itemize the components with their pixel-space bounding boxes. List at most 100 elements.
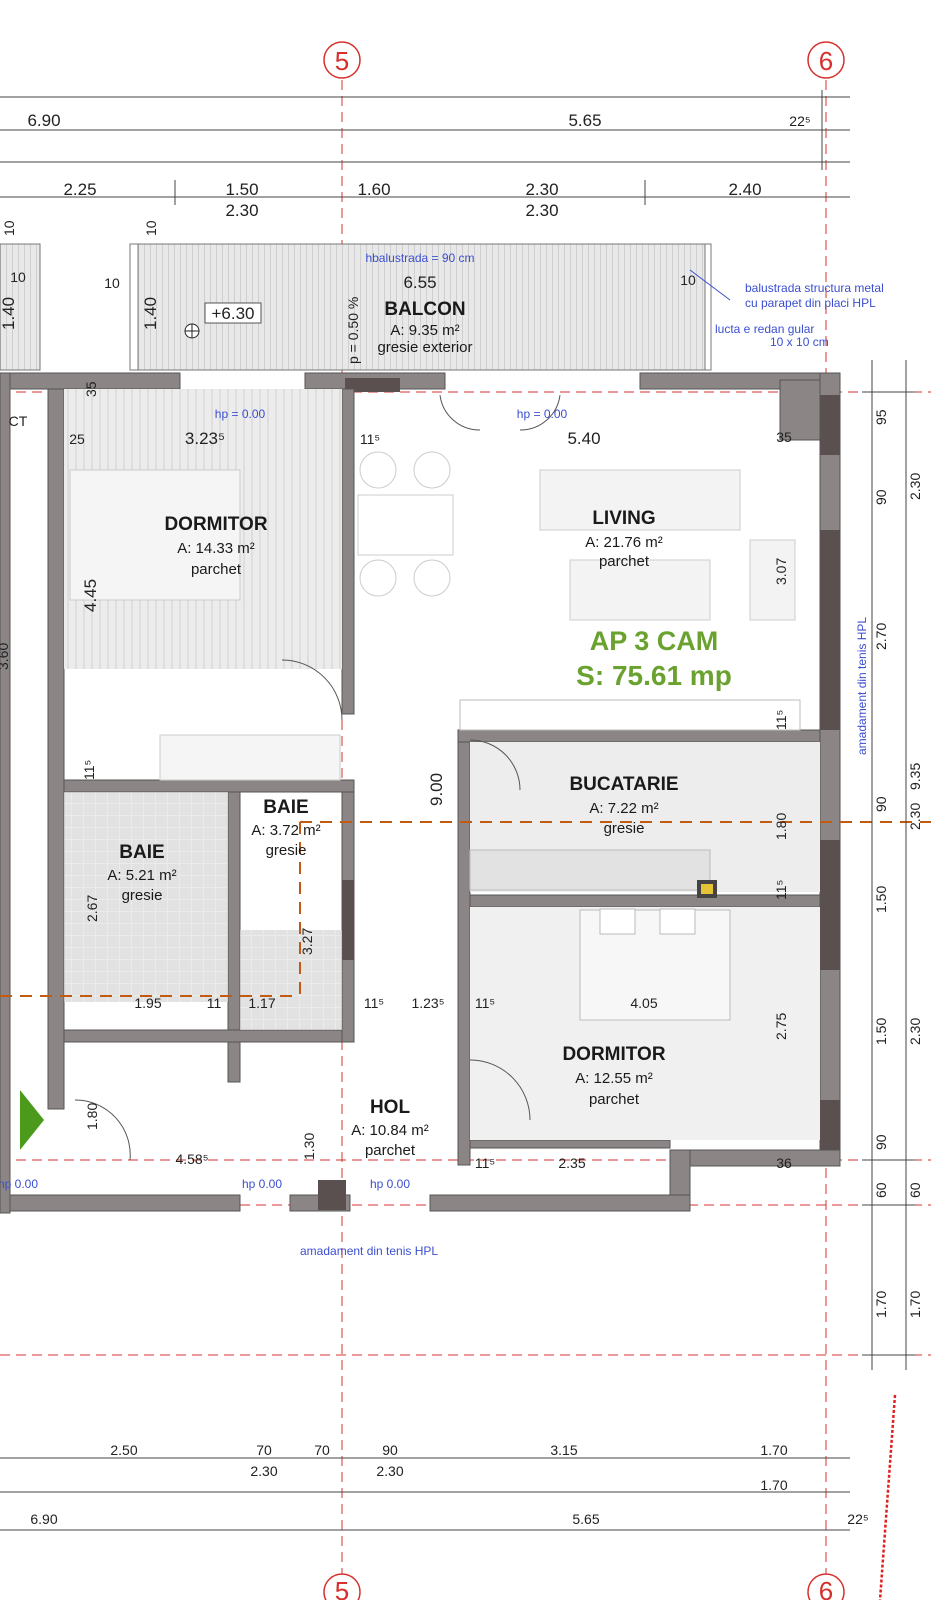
dormitor1-area: A: 14.33 m²: [177, 540, 255, 557]
hp-label-3: hp 0.00: [242, 1177, 282, 1191]
svg-text:5: 5: [335, 1576, 349, 1600]
svg-text:6: 6: [819, 46, 833, 76]
balcony-length: 6.55: [403, 273, 436, 292]
floor-patterns: [64, 389, 820, 1140]
right-dim-230b: 2.30: [907, 803, 923, 830]
bal-dim-140b: 1.40: [141, 297, 160, 330]
axis-5-marker: 5: [323, 41, 361, 79]
dormitor1-name: DORMITOR: [164, 514, 267, 535]
dim-top-565: 5.65: [568, 111, 601, 130]
living-area: A: 21.76 m²: [585, 534, 663, 551]
dormitor2-area: A: 12.55 m²: [575, 1070, 653, 1087]
bot-dim-170a: 1.70: [760, 1442, 787, 1458]
baie1-area: A: 5.21 m²: [107, 867, 176, 884]
hp-label-2: hp = 0.00: [517, 407, 568, 421]
apartment-name: AP 3 CAM: [590, 626, 719, 656]
balcony-slope: p = 0.50 %: [345, 297, 361, 364]
dim-230b: 2.30: [525, 180, 558, 199]
bottom-dimension-lines: [0, 1394, 897, 1600]
living-name: LIVING: [592, 508, 655, 529]
right-dim-150a: 1.50: [873, 886, 889, 913]
right-dim-270: 2.70: [873, 623, 889, 650]
hol-name: HOL: [370, 1097, 411, 1118]
right-dim-60b: 60: [907, 1182, 923, 1198]
bot-dim-315: 3.15: [550, 1442, 577, 1458]
level-marker: [184, 302, 262, 339]
bot-dim-230b: 2.30: [376, 1463, 403, 1479]
axis-6-marker: 6: [807, 41, 845, 79]
apartment-surface: S: 75.61 mp: [576, 660, 732, 691]
dim-35: 35: [83, 381, 99, 397]
dim-115f: 11⁵: [475, 1155, 495, 1171]
right-dim-90a: 90: [873, 489, 889, 505]
dim-240: 2.40: [728, 180, 761, 199]
dim-3235: 3.23⁵: [185, 429, 225, 448]
dim-115e: 11⁵: [475, 995, 495, 1011]
balcony-material: gresie exterior: [377, 339, 472, 356]
right-dim-95: 95: [873, 409, 889, 425]
bot-dim-230a: 2.30: [250, 1463, 277, 1479]
bot-dim-170b: 1.70: [760, 1477, 787, 1493]
right-dim-170b: 1.70: [907, 1291, 923, 1318]
right-dimension-lines: [862, 360, 915, 1370]
left-dim-360: 3.60: [0, 643, 11, 670]
right-dim-90c: 90: [873, 1134, 889, 1150]
baie1-name: BAIE: [119, 842, 164, 863]
bot-dim-225: 22⁵: [847, 1511, 868, 1527]
ventilation-note: amadament din tenis HPL: [855, 617, 869, 755]
axis-5-marker-bottom: 5: [323, 1573, 361, 1600]
dim-180b: 1.80: [773, 813, 789, 840]
balcony-area: A: 9.35 m²: [390, 322, 459, 339]
dim-275: 2.75: [773, 1013, 789, 1040]
hp-label-4: hp 0.00: [370, 1177, 410, 1191]
bal-dim-10d: 10: [143, 220, 159, 236]
level-value: +6.30: [211, 304, 254, 323]
balcony-note-1: balustrada structura metal: [745, 281, 884, 295]
bot-dim-690: 6.90: [30, 1511, 57, 1527]
dim-540: 5.40: [567, 429, 600, 448]
dim-307: 3.07: [773, 558, 789, 585]
dim-115c: 11⁵: [773, 710, 789, 730]
right-dim-150b: 1.50: [873, 1018, 889, 1045]
dim-150: 1.50: [225, 180, 258, 199]
baie2-material: gresie: [266, 842, 307, 859]
bot-dim-250: 2.50: [110, 1442, 137, 1458]
right-dim-90b: 90: [873, 796, 889, 812]
interior-walls: [47, 388, 821, 1166]
dim-405: 4.05: [630, 995, 657, 1011]
dim-445: 4.45: [81, 579, 100, 612]
bal-dim-10e: 10: [680, 272, 696, 288]
baie1-material: gresie: [122, 887, 163, 904]
axis-6-marker-bottom: 6: [807, 1573, 845, 1600]
dormitor2-name: DORMITOR: [562, 1044, 665, 1065]
svg-text:6: 6: [819, 1576, 833, 1600]
top-dimension-lines: [0, 90, 850, 205]
right-dim-935: 9.35: [907, 763, 923, 790]
door-swings: [74, 394, 561, 1161]
dim-900: 9.00: [427, 773, 446, 806]
balcony-name: BALCON: [384, 299, 465, 320]
dim-195: 1.95: [134, 995, 161, 1011]
section-line: [0, 821, 931, 997]
dim-235: 2.35: [558, 1155, 585, 1171]
dim-4585: 4.58⁵: [175, 1151, 208, 1167]
dim-115a: 11⁵: [360, 431, 380, 447]
bot-dim-90: 90: [382, 1442, 398, 1458]
bot-dim-565: 5.65: [572, 1511, 599, 1527]
dim-25: 25: [69, 431, 85, 447]
dim-327: 3.27: [299, 928, 315, 955]
entry-arrow: [20, 1090, 44, 1150]
dormitor1-material: parchet: [191, 561, 242, 578]
dim-230a: 2.30: [225, 201, 258, 220]
balcony-note-3: lucta e redan gular: [715, 322, 814, 336]
hp-label-5: hp 0.00: [0, 1177, 38, 1191]
hol-area: A: 10.84 m²: [351, 1122, 429, 1139]
bucatarie-area: A: 7.22 m²: [589, 800, 658, 817]
exterior-walls: [0, 372, 841, 1214]
bucatarie-name: BUCATARIE: [569, 774, 678, 795]
dim-160: 1.60: [357, 180, 390, 199]
dim-130: 1.30: [301, 1133, 317, 1160]
hol-material: parchet: [365, 1142, 416, 1159]
dim-115g: 11⁵: [773, 880, 789, 900]
dim-36: 36: [776, 1155, 792, 1171]
